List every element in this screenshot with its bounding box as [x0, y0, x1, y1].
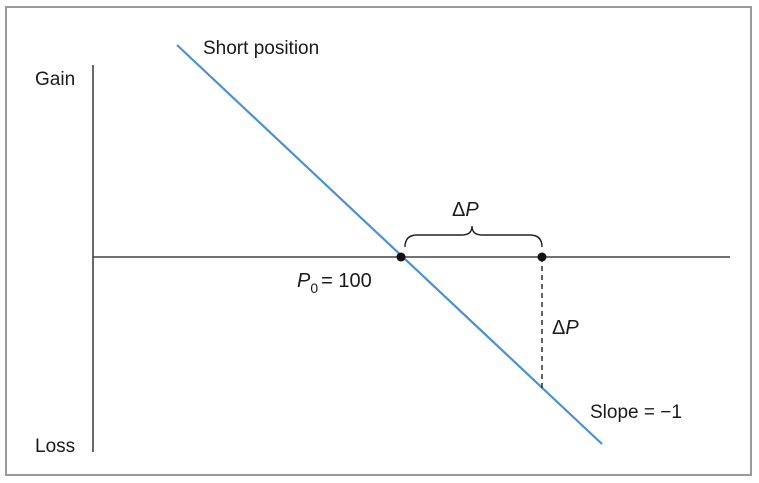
- delta-p-brace: [404, 225, 543, 248]
- delta-p-side-label: ΔP: [552, 317, 579, 339]
- loss-label: Loss: [35, 436, 75, 457]
- gain-label: Gain: [35, 69, 75, 90]
- p1-point: [537, 252, 547, 262]
- slope-label: Slope = −1: [590, 402, 682, 423]
- line-label: Short position: [203, 38, 319, 59]
- short-position-line: [176, 44, 603, 445]
- p0-point: [396, 252, 406, 262]
- diagram-frame: [5, 6, 752, 476]
- delta-p-top-label: ΔP: [452, 199, 479, 221]
- p0-label: P0= 100: [297, 270, 372, 296]
